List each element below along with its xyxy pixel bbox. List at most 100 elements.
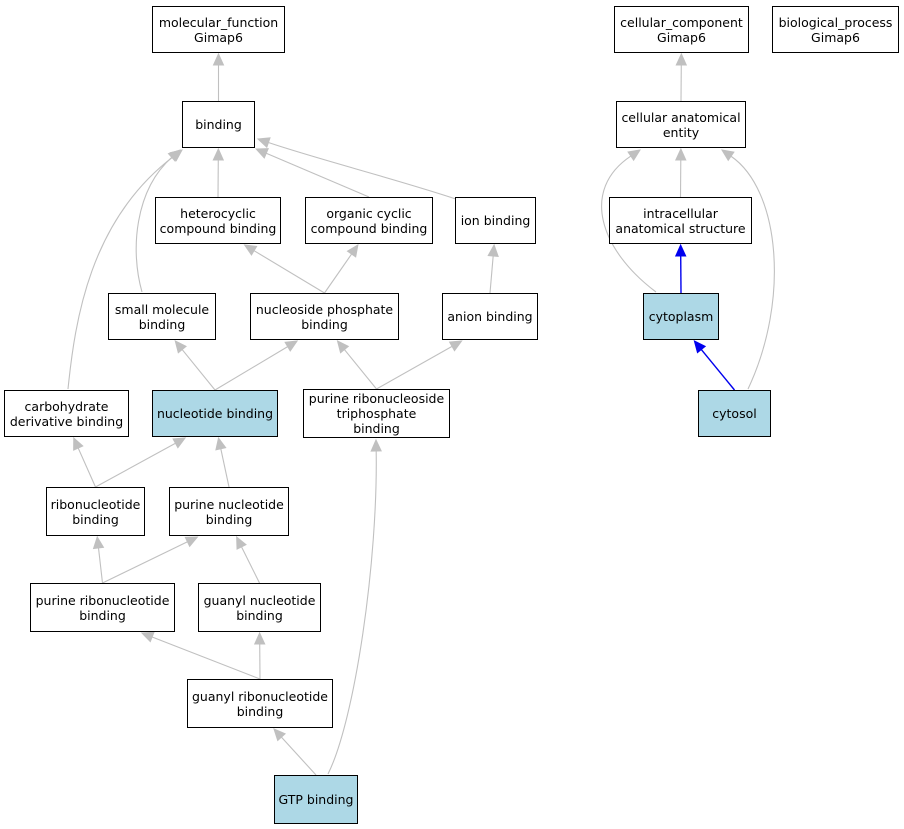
node-label-line: entity bbox=[662, 124, 700, 140]
node-label-line: guanyl nucleotide bbox=[203, 592, 316, 608]
node-organic-cyclic-compound-binding[interactable]: organic cyclic compound binding bbox=[305, 197, 433, 244]
node-gtp-binding[interactable]: GTP binding bbox=[274, 775, 358, 824]
node-label-line: cellular anatomical bbox=[621, 109, 741, 125]
node-carbohydrate-derivative-binding[interactable]: carbohydrate derivative binding bbox=[4, 390, 129, 437]
arrowhead-gtp-to-guanylribo bbox=[273, 728, 287, 742]
node-label-line: cytosol bbox=[712, 406, 757, 421]
node-purine-ribonucleoside-triphosphate-binding[interactable]: purine ribonucleoside triphosphate bindi… bbox=[303, 389, 450, 438]
edge-guanyl-to-purnuc bbox=[241, 546, 260, 584]
node-label-line: cellular_component bbox=[620, 14, 743, 30]
arrowhead-ribonuc-to-nucbind bbox=[172, 437, 187, 449]
node-label-line: anatomical structure bbox=[615, 220, 746, 236]
edge-cytosol-to-cae bbox=[730, 155, 775, 390]
arrowhead-nucphos-to-hetero bbox=[243, 244, 258, 256]
edge-purnuc-to-nucbind bbox=[220, 448, 230, 488]
node-cellular-anatomical-entity[interactable]: cellular anatomical entity bbox=[616, 101, 746, 148]
arrowhead-hetero-to-binding bbox=[212, 147, 225, 161]
arrowhead-cytoplasm-to-cae bbox=[627, 149, 642, 162]
node-label-line: binding bbox=[205, 511, 253, 527]
node-binding[interactable]: binding bbox=[182, 101, 255, 148]
edge-gtp-to-prntp bbox=[327, 450, 377, 775]
edge-cytosol-to-cytoplasm bbox=[700, 349, 736, 391]
node-label-line: organic cyclic bbox=[326, 205, 412, 221]
arrowhead-nucbind-to-smallmol bbox=[174, 340, 187, 354]
edge-smallmol-to-binding bbox=[135, 156, 173, 293]
node-small-molecule-binding[interactable]: small molecule binding bbox=[108, 293, 216, 340]
node-label-line: carbohydrate bbox=[24, 398, 109, 414]
node-molecular-function[interactable]: molecular_function Gimap6 bbox=[152, 6, 285, 53]
arrowhead-ias-to-cae bbox=[675, 147, 687, 161]
arrowhead-nucphos-to-orgcyc bbox=[346, 244, 359, 258]
arrowhead-orgcyc-to-binding bbox=[255, 148, 269, 159]
node-label-line: binding bbox=[236, 607, 283, 623]
arrowhead-nucbind-to-nucphos bbox=[284, 340, 299, 352]
node-label-line: guanyl ribonucleotide bbox=[191, 688, 328, 704]
node-cytoplasm[interactable]: cytoplasm bbox=[643, 293, 719, 340]
edge-carbo-to-binding bbox=[67, 156, 174, 390]
edge-ribonuc-to-carbo bbox=[77, 447, 97, 488]
node-guanyl-nucleotide-binding[interactable]: guanyl nucleotide binding bbox=[198, 583, 321, 632]
node-anion-binding[interactable]: anion binding bbox=[442, 293, 538, 340]
node-label-line: Gimap6 bbox=[657, 29, 706, 45]
arrowhead-ion-to-binding bbox=[256, 137, 271, 149]
node-ion-binding[interactable]: ion binding bbox=[455, 197, 536, 244]
node-ribonucleotide-binding[interactable]: ribonucleotide binding bbox=[46, 487, 145, 536]
node-label-line: intracellular bbox=[643, 205, 718, 221]
node-purine-ribonucleotide-binding[interactable]: purine ribonucleotide binding bbox=[30, 583, 175, 632]
edge-anion-to-ion bbox=[489, 255, 494, 294]
edge-purribo-to-purnuc bbox=[102, 541, 188, 584]
node-label-line: GTP binding bbox=[278, 792, 354, 807]
node-label-line: binding bbox=[72, 511, 119, 527]
node-label-line: heterocyclic bbox=[180, 205, 256, 221]
arrowhead-guanyl-to-purnuc bbox=[236, 535, 247, 550]
edge-ion-to-binding bbox=[268, 142, 463, 202]
node-label-line: compound binding bbox=[159, 220, 277, 236]
arrowhead-ribonuc-to-carbo bbox=[73, 436, 84, 451]
node-nucleoside-phosphate-binding[interactable]: nucleoside phosphate binding bbox=[250, 293, 399, 340]
arrowhead-gtp-to-prntp bbox=[370, 438, 382, 452]
node-cellular-component[interactable]: cellular_component Gimap6 bbox=[614, 6, 749, 53]
node-label-line: binding bbox=[138, 316, 186, 332]
arrowhead-cae-to-cc_root bbox=[675, 52, 688, 66]
node-label-line: ion binding bbox=[460, 213, 531, 228]
edge-nucbind-to-nucphos bbox=[214, 346, 288, 391]
edge-nucphos-to-hetero bbox=[253, 250, 325, 294]
node-label-line: nucleotide binding bbox=[156, 406, 274, 421]
node-label-line: purine ribonucleoside bbox=[308, 391, 445, 406]
arrowhead-purribo-to-ribonuc bbox=[92, 535, 105, 550]
node-nucleotide-binding[interactable]: nucleotide binding bbox=[152, 390, 278, 437]
node-label-line: cytoplasm bbox=[648, 309, 714, 324]
edge-nucphos-to-orgcyc bbox=[324, 253, 353, 294]
edge-prntp-to-anion bbox=[376, 345, 453, 390]
arrowhead-cytosol-to-cytoplasm bbox=[693, 340, 707, 354]
node-label-line: ribonucleotide bbox=[50, 496, 141, 512]
node-label-line: binding bbox=[195, 117, 242, 132]
edge-guanylribo-to-purribo bbox=[151, 636, 261, 680]
edge-prntp-to-nucphos bbox=[344, 349, 377, 390]
arrowhead-purribo-to-purnuc bbox=[184, 536, 199, 548]
arrowhead-binding-to-mf_root bbox=[212, 52, 225, 66]
node-label-line: small molecule bbox=[114, 301, 210, 317]
arrowhead-prntp-to-anion bbox=[448, 340, 463, 352]
arrowhead-cytosol-to-cae bbox=[721, 149, 735, 162]
node-label-line: purine nucleotide bbox=[174, 496, 284, 512]
arrowhead-cytoplasm-to-ias bbox=[674, 243, 687, 257]
node-label-line: biological_process bbox=[778, 14, 893, 30]
node-heterocyclic-compound-binding[interactable]: heterocyclic compound binding bbox=[155, 197, 281, 244]
edge-gtp-to-guanylribo bbox=[281, 736, 317, 776]
node-label-line: derivative binding bbox=[9, 413, 124, 429]
node-cytosol[interactable]: cytosol bbox=[698, 390, 771, 437]
arrowhead-guanylribo-to-guanyl bbox=[253, 631, 266, 645]
node-label-line: molecular_function bbox=[158, 14, 279, 30]
node-label-line: binding bbox=[353, 421, 400, 436]
node-label-line: Gimap6 bbox=[194, 29, 243, 45]
node-guanyl-ribonucleotide-binding[interactable]: guanyl ribonucleotide binding bbox=[187, 679, 333, 728]
edge-ribonuc-to-nucbind bbox=[95, 442, 176, 488]
node-biological-process[interactable]: biological_process Gimap6 bbox=[772, 6, 899, 53]
node-label-line: binding bbox=[79, 607, 126, 623]
edge-nucbind-to-smallmol bbox=[181, 349, 216, 391]
node-purine-nucleotide-binding[interactable]: purine nucleotide binding bbox=[169, 487, 289, 536]
node-intracellular-anatomical-structure[interactable]: intracellular anatomical structure bbox=[609, 197, 752, 244]
